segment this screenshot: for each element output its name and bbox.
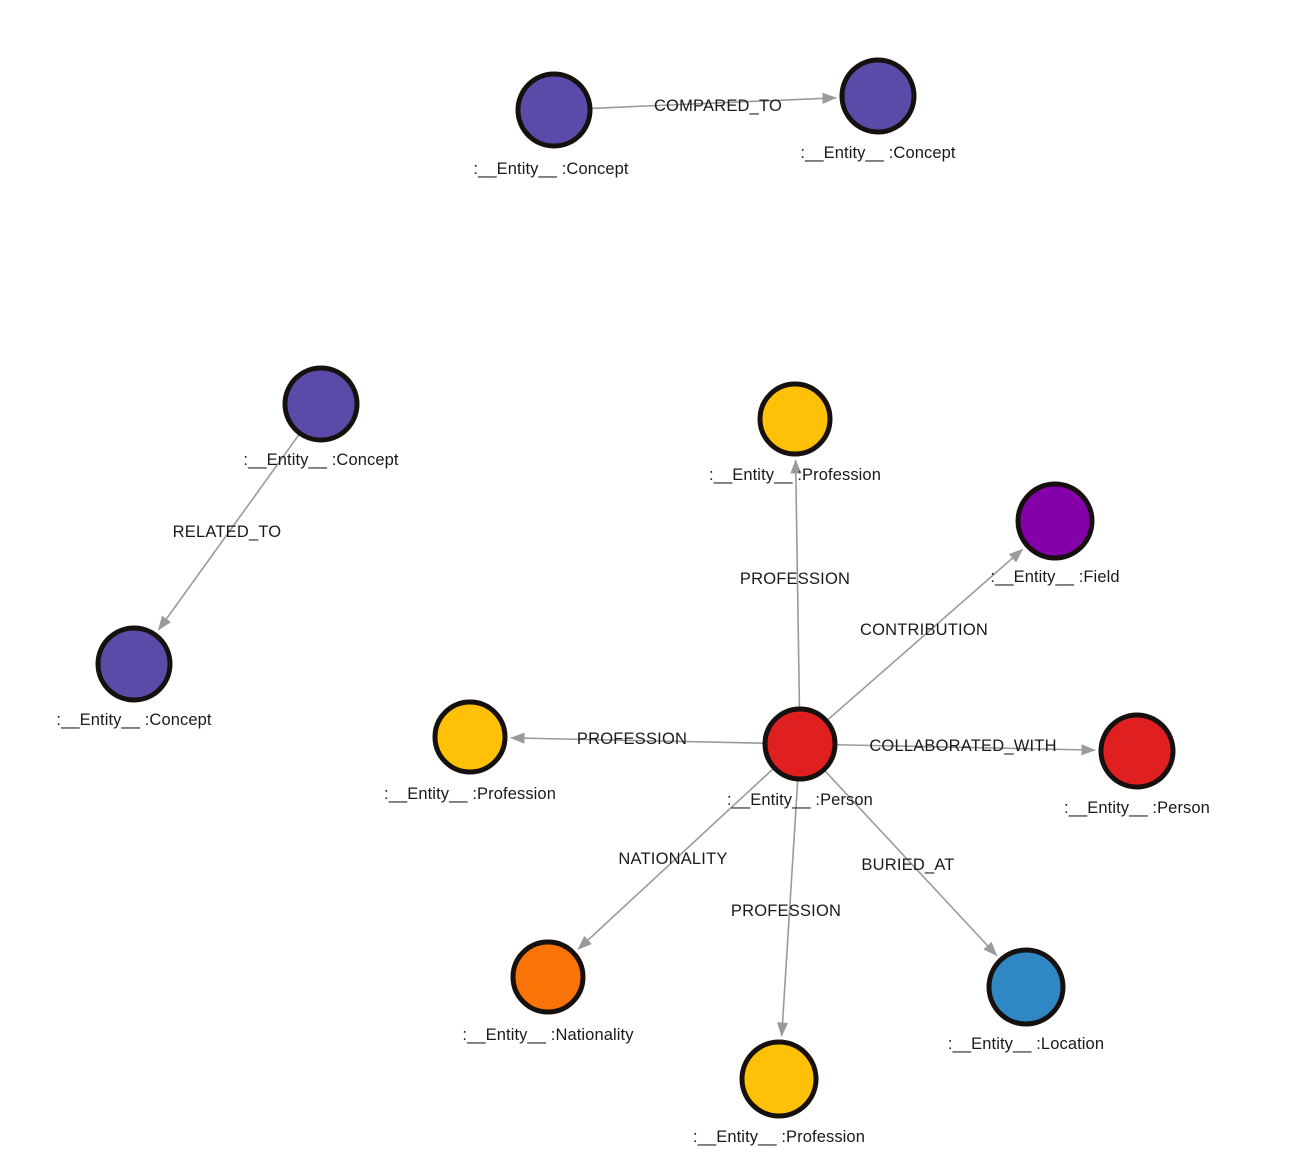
graph-node-concept-mid-left[interactable] (282, 365, 360, 443)
node-label-concept-top-left: :__Entity__ :Concept (473, 160, 629, 178)
graph-node-person-right[interactable] (1098, 712, 1176, 790)
node-label-profession-left: :__Entity__ :Profession (384, 785, 556, 803)
graph-node-concept-low-left[interactable] (95, 625, 173, 703)
graph-node-location-right[interactable] (986, 947, 1066, 1027)
node-label-field-right: :__Entity__ :Field (990, 568, 1120, 586)
graph-node-concept-top-left[interactable] (515, 71, 593, 149)
graph-edge[interactable] (590, 92, 837, 110)
graph-node-person-center[interactable] (762, 706, 838, 782)
graph-edge[interactable] (790, 459, 802, 709)
edge-label-profession[interactable]: PROFESSION (739, 569, 851, 588)
graph-node-profession-bottom[interactable] (739, 1039, 819, 1119)
node-label-profession-bottom: :__Entity__ :Profession (693, 1128, 865, 1146)
graph-edge[interactable] (776, 779, 799, 1037)
node-label-nationality-bottom: :__Entity__ :Nationality (462, 1026, 634, 1044)
node-label-person-center: :__Entity__ :Person (727, 791, 873, 809)
edge-label-nationality[interactable]: NATIONALITY (618, 849, 728, 868)
nodes-layer (95, 57, 1176, 1119)
graph-edge[interactable] (577, 767, 775, 950)
graph-node-field-right[interactable] (1015, 481, 1095, 561)
graph-edge[interactable] (835, 743, 1096, 756)
edge-label-contribution[interactable]: CONTRIBUTION (860, 620, 988, 639)
graph-edge[interactable] (823, 769, 998, 957)
edge-label-collaborated-with[interactable]: COLLABORATED_WITH (869, 736, 1057, 755)
graph-edge[interactable] (157, 433, 301, 631)
edge-label-compared-to[interactable]: COMPARED_TO (653, 96, 783, 115)
graph-edge[interactable] (510, 732, 765, 745)
graph-node-profession-left[interactable] (432, 699, 508, 775)
graph-node-profession-top[interactable] (757, 381, 833, 457)
edge-label-buried-at[interactable]: BURIED_AT (861, 855, 955, 874)
node-label-concept-top-right: :__Entity__ :Concept (800, 144, 956, 162)
graph-edge[interactable] (826, 548, 1024, 721)
node-label-location-right: :__Entity__ :Location (947, 1035, 1105, 1053)
node-label-concept-low-left: :__Entity__ :Concept (56, 711, 212, 729)
graph-node-concept-top-right[interactable] (839, 57, 917, 135)
edge-label-related-to[interactable]: RELATED_TO (172, 522, 282, 541)
node-label-person-right: :__Entity__ :Person (1064, 799, 1210, 817)
edge-label-profession[interactable]: PROFESSION (576, 729, 688, 748)
node-label-concept-mid-left: :__Entity__ :Concept (243, 451, 399, 469)
node-label-profession-top: :__Entity__ :Profession (709, 466, 881, 484)
edges-layer (157, 92, 1096, 1037)
graph-node-nationality-bottom[interactable] (510, 939, 586, 1015)
edge-label-profession[interactable]: PROFESSION (730, 901, 842, 920)
